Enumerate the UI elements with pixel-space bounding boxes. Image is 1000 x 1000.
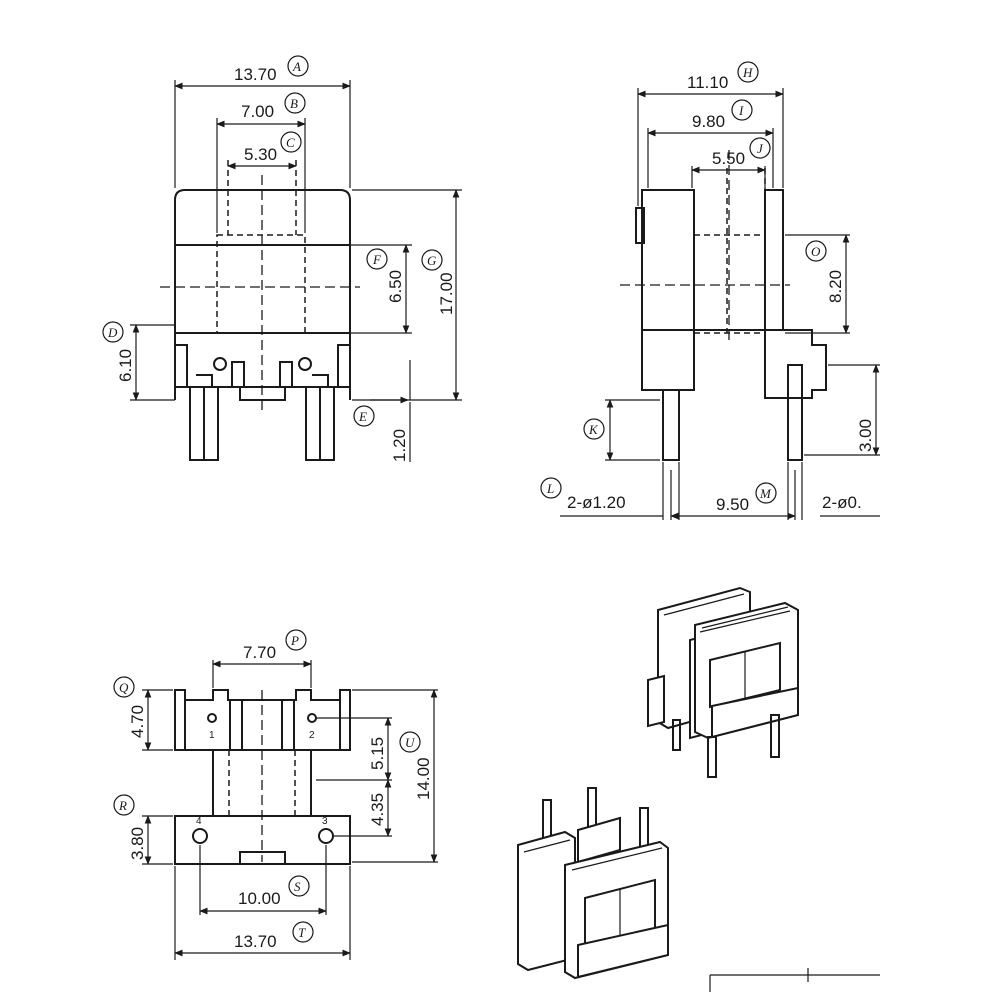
svg-text:P: P (290, 633, 299, 648)
dim-front-total-height: 17.00 (437, 272, 456, 315)
svg-text:H: H (742, 65, 753, 80)
svg-text:L: L (546, 481, 554, 496)
dim-bottom-width: 13.70 (234, 932, 277, 951)
balloon-r: R (113, 794, 135, 816)
dim-bottom-top-flange: 4.70 (128, 705, 147, 738)
dim-bottom-lower-flange: 3.80 (128, 827, 147, 860)
dim-side-flange-outer: 9.80 (692, 112, 725, 131)
isometric-view-upper (647, 586, 799, 778)
balloon-o: O (805, 240, 827, 262)
dim-side-overall: 11.10 (687, 73, 728, 92)
bottom-view: 1 2 4 3 (113, 629, 438, 960)
balloon-u: U (399, 731, 421, 753)
dim-bottom-slot-span: 7.70 (243, 643, 276, 662)
balloon-a: A (287, 55, 309, 77)
dim-front-window-height: 6.50 (386, 270, 405, 303)
pin-label-4: 4 (196, 816, 202, 827)
svg-text:G: G (427, 253, 437, 268)
svg-text:B: B (290, 96, 298, 111)
balloon-l: L (540, 477, 562, 499)
svg-text:A: A (292, 59, 301, 74)
dim-front-core: 5.30 (244, 145, 277, 164)
svg-text:C: C (286, 135, 295, 150)
balloon-i: I (731, 99, 753, 121)
balloon-e: E (353, 405, 375, 427)
title-block-stub (709, 968, 880, 992)
svg-text:D: D (107, 325, 118, 340)
dim-bottom-pin-pitch: 10.00 (238, 889, 281, 908)
balloon-j: J (749, 137, 771, 159)
balloon-b: B (284, 92, 306, 114)
svg-text:T: T (298, 925, 306, 940)
balloon-s: S (288, 875, 310, 897)
svg-text:U: U (405, 735, 416, 750)
balloon-f: F (366, 248, 388, 270)
pin-label-3: 3 (322, 816, 328, 827)
svg-text:S: S (294, 879, 301, 894)
balloon-q: Q (113, 676, 135, 698)
dim-bottom-overall-depth: 14.00 (414, 757, 433, 800)
front-view: 13.70 7.00 5.30 6.50 17.00 6.10 1.20 A B… (102, 55, 462, 462)
svg-text:M: M (759, 486, 772, 501)
balloon-h: H (737, 61, 759, 83)
balloon-m: M (755, 482, 777, 504)
dim-front-width: 13.70 (234, 65, 277, 84)
balloon-p: P (285, 629, 307, 651)
svg-text:F: F (372, 252, 382, 267)
side-view: 11.10 9.80 5.50 8.20 3.00 2-ø1.20 9.50 2… (540, 61, 880, 520)
dim-side-pin-diameter: 2-ø1.20 (567, 493, 626, 512)
balloon-d: D (102, 321, 124, 343)
dim-side-pin-length: 3.00 (856, 419, 875, 452)
dim-bottom-lower-offset: 4.35 (368, 793, 387, 826)
dim-front-flange-inner: 7.00 (241, 102, 274, 121)
svg-text:R: R (118, 798, 127, 813)
balloon-t: T (292, 921, 314, 943)
balloon-c: C (280, 131, 302, 153)
isometric-view-lower (517, 787, 669, 980)
pin-label-2: 2 (309, 730, 315, 741)
pin-label-1: 1 (209, 730, 215, 741)
balloon-g: G (421, 249, 443, 271)
svg-text:O: O (811, 244, 821, 259)
svg-text:E: E (358, 409, 367, 424)
dim-side-core-height: 8.20 (826, 270, 845, 303)
balloon-k: K (583, 418, 605, 440)
svg-text:J: J (757, 141, 764, 156)
svg-text:K: K (588, 422, 599, 437)
dim-side-pin-pitch: 9.50 (716, 495, 749, 514)
svg-text:Q: Q (119, 680, 129, 695)
svg-text:I: I (738, 103, 744, 118)
dim-bottom-upper-offset: 5.15 (368, 737, 387, 770)
dim-front-base-height: 6.10 (116, 349, 135, 382)
dim-front-standoff: 1.20 (390, 429, 409, 462)
dim-side-pin-diameter-2: 2-ø0. (822, 493, 862, 512)
dim-side-core: 5.50 (712, 149, 745, 168)
